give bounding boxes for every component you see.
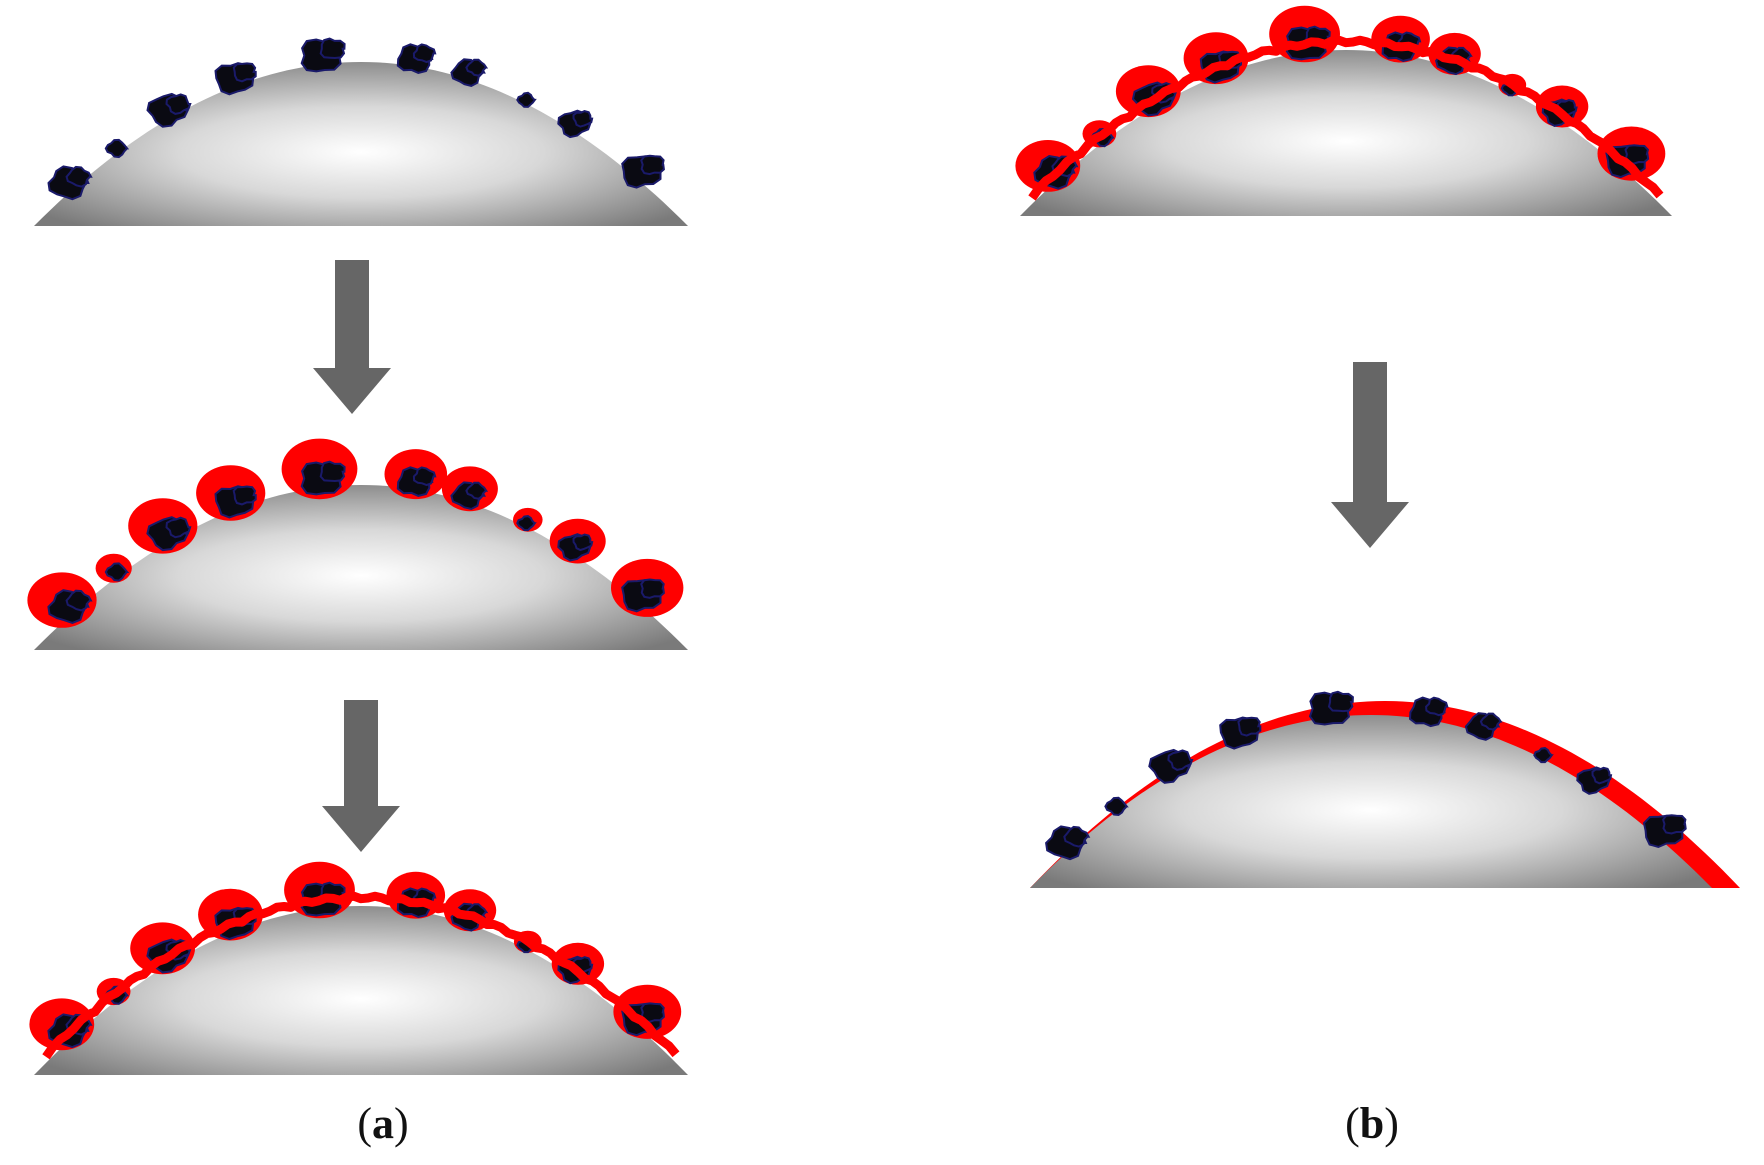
particle-blob bbox=[572, 533, 594, 552]
particle-cluster-icon bbox=[128, 498, 198, 554]
particle-cluster-icon bbox=[384, 449, 448, 500]
particle-blob bbox=[165, 516, 192, 539]
down-arrow-icon bbox=[322, 700, 400, 852]
particle-blob bbox=[412, 43, 437, 64]
particle-cluster-icon bbox=[104, 138, 130, 159]
particle-cluster-icon bbox=[214, 62, 257, 96]
particle-blob bbox=[1661, 814, 1687, 835]
particle-blob bbox=[516, 515, 537, 532]
particle-cluster-icon bbox=[47, 165, 93, 201]
particle-blob bbox=[65, 589, 93, 612]
panel-a-caption-letter: a bbox=[372, 1099, 394, 1148]
particle-cluster-icon bbox=[557, 109, 594, 139]
particle-cluster-icon bbox=[1533, 747, 1554, 764]
joining-coating-film bbox=[1028, 35, 1664, 201]
particle-blob bbox=[232, 62, 257, 83]
particle-cluster-icon bbox=[1408, 696, 1449, 728]
particle-blob bbox=[640, 578, 665, 599]
panel-b-caption-open: ( bbox=[1345, 1099, 1360, 1148]
particle-cluster-icon bbox=[1308, 690, 1354, 726]
panel-b-caption-letter: b bbox=[1360, 1099, 1384, 1148]
particle-blob bbox=[1063, 825, 1091, 848]
particle-blob bbox=[1624, 144, 1650, 165]
particle-cluster-icon bbox=[196, 465, 266, 521]
particle-blob bbox=[465, 58, 489, 77]
particle-blob bbox=[319, 37, 346, 60]
particle-blob bbox=[1327, 690, 1354, 713]
particle-blob bbox=[640, 1002, 665, 1023]
particle-cluster-icon bbox=[27, 572, 97, 628]
particle-blob bbox=[232, 485, 257, 506]
particle-cluster-icon bbox=[621, 154, 665, 189]
particle-blob bbox=[1591, 766, 1613, 785]
particle-blob bbox=[1425, 696, 1449, 717]
particle-blob bbox=[572, 110, 594, 128]
particle-cluster-icon bbox=[450, 58, 489, 87]
particle-blob bbox=[465, 481, 489, 500]
particle-cluster-icon bbox=[396, 43, 437, 74]
particle-cluster-icon bbox=[95, 553, 132, 583]
particle-cluster-icon bbox=[1464, 712, 1503, 741]
particle-cluster-icon bbox=[1148, 748, 1194, 784]
panel-b-stage-2 bbox=[1022, 690, 1740, 888]
substrate-dome bbox=[34, 906, 688, 1075]
panel-a-stage-3 bbox=[29, 861, 688, 1075]
panel-a-caption: (a) bbox=[357, 1099, 408, 1148]
particle-blob bbox=[1104, 796, 1129, 817]
particle-cluster-icon bbox=[1104, 796, 1129, 817]
particle-cluster-icon bbox=[549, 518, 606, 564]
particle-blob bbox=[1533, 747, 1554, 764]
particle-cluster-icon bbox=[1219, 716, 1262, 750]
particle-cluster-icon bbox=[441, 466, 498, 512]
panel-a-caption-open: ( bbox=[357, 1099, 372, 1148]
panel-a-stage-2 bbox=[27, 438, 688, 650]
particle-blob bbox=[640, 154, 665, 176]
substrate-dome bbox=[34, 62, 688, 226]
particle-blob bbox=[104, 138, 130, 159]
particle-cluster-icon bbox=[281, 438, 358, 500]
panel-b-caption-close: ) bbox=[1384, 1099, 1399, 1148]
particle-blob bbox=[516, 91, 537, 108]
particle-cluster-icon bbox=[300, 37, 346, 73]
particle-blob bbox=[104, 562, 130, 582]
substrate-dome bbox=[34, 485, 688, 650]
substrate-dome bbox=[1020, 50, 1672, 216]
particle-cluster-icon bbox=[146, 92, 192, 128]
particle-cluster-icon bbox=[1045, 825, 1091, 861]
panel-b-stage-1 bbox=[1015, 5, 1672, 216]
down-arrow-icon bbox=[313, 260, 391, 414]
particle-blob bbox=[165, 93, 192, 115]
particle-cluster-icon bbox=[611, 558, 684, 617]
particle-blob bbox=[1237, 716, 1262, 737]
panel-a-caption-close: ) bbox=[394, 1099, 409, 1148]
particle-blob bbox=[1167, 749, 1194, 771]
particle-blob bbox=[319, 460, 346, 483]
substrate-dome bbox=[1030, 715, 1712, 888]
panel-a-stage-1 bbox=[34, 37, 688, 226]
particle-blob bbox=[412, 466, 437, 487]
particle-cluster-icon bbox=[516, 91, 537, 108]
particle-cluster-icon bbox=[1576, 766, 1613, 795]
particle-cluster-icon bbox=[513, 507, 543, 532]
particle-cluster-icon bbox=[1642, 814, 1687, 849]
particle-blob bbox=[65, 165, 93, 188]
down-arrow-icon bbox=[1331, 362, 1409, 548]
particle-blob bbox=[1479, 712, 1503, 731]
panel-b-caption: (b) bbox=[1345, 1099, 1399, 1148]
joining-coating-film bbox=[42, 891, 680, 1060]
